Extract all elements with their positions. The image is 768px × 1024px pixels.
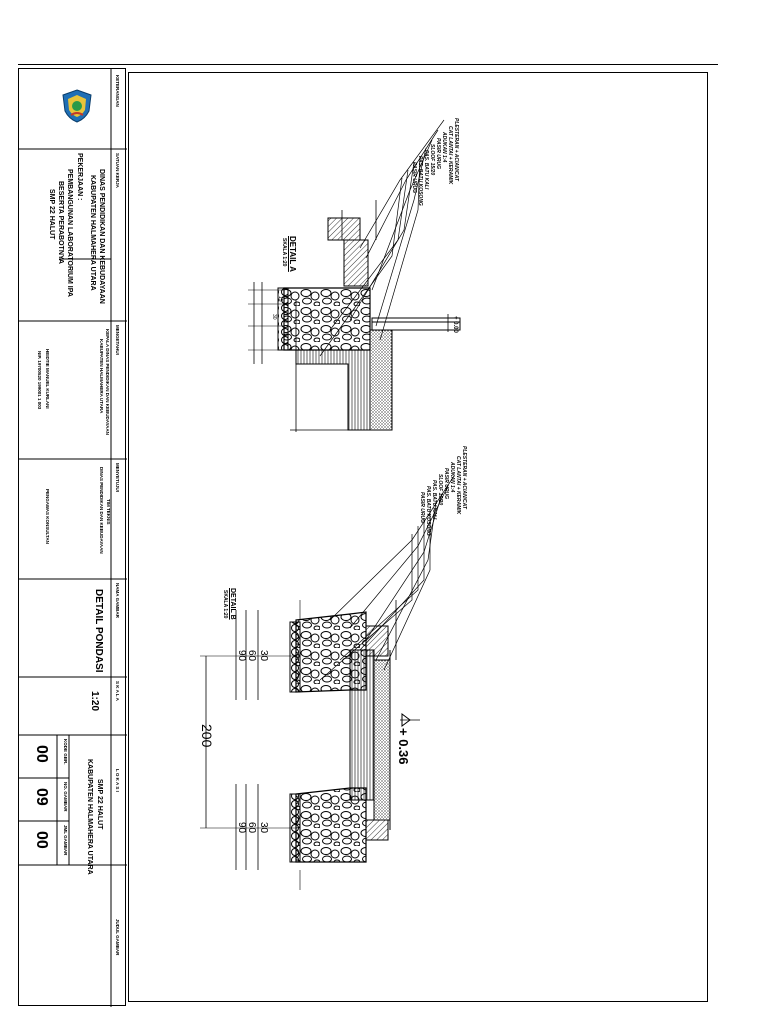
callout-b-2: ADUKAN 1:4 xyxy=(449,462,455,493)
dim-60-right: 60 xyxy=(246,822,257,834)
dim-90-left: 90 xyxy=(236,650,247,662)
regency-logo-icon xyxy=(61,89,93,123)
callout-a-1: CAT LANTAI + KERAMIK xyxy=(447,126,453,185)
detail-b-footing-2 xyxy=(295,787,367,863)
callout-a-6: PAS. BATU KOSONG xyxy=(417,156,423,206)
callout-b-3: PASIR URUG xyxy=(443,468,449,500)
title-block-grid xyxy=(19,69,127,1007)
dim-30-left: 30 xyxy=(258,650,269,662)
detail-b-footing-1 xyxy=(295,611,367,693)
detail-a-sand-fill xyxy=(295,349,371,431)
callout-a-0: PLESTERAN + ACIAN/CAT xyxy=(453,118,459,181)
dim-a-15: 15 xyxy=(277,296,283,302)
detail-a-floor xyxy=(371,317,461,331)
callout-b-5: PAS. BATU KALI xyxy=(431,480,437,520)
callout-b-0: PLESTERAN + ACIAN/CAT xyxy=(461,446,467,509)
sheet-top-line xyxy=(18,64,718,65)
detail-b-level: + 0.36 xyxy=(396,728,411,765)
callout-b-4: SLOOF 15/20 xyxy=(437,474,443,506)
detail-b-scale: SKALA 1:20 xyxy=(222,590,228,619)
detail-a-title: DETAIL A xyxy=(288,236,297,272)
detail-a-gravel xyxy=(369,329,393,431)
callout-a-5: PAS. BATU KALI xyxy=(423,150,429,190)
detail-a-wall xyxy=(327,217,361,241)
dim-90-right: 90 xyxy=(236,822,247,834)
callout-a-4: SLOOF 15/20 xyxy=(429,144,435,176)
title-block: KETERANGAN SATUAN KERJA DINAS PENDIDIKAN… xyxy=(18,68,127,1007)
callout-a-2: ADUKAN 1:4 xyxy=(441,132,447,163)
detail-b-level-triangle-icon xyxy=(401,713,411,727)
dim-a-30: 30 xyxy=(271,314,277,320)
detail-a-scale: SKALA 1:20 xyxy=(281,238,287,267)
dim-30-right: 30 xyxy=(258,822,269,834)
drawing-frame xyxy=(128,72,708,1002)
callout-b-6: PAS. BATU KOSONG xyxy=(425,486,431,536)
detail-b-title: DETAIL B xyxy=(229,588,236,620)
detail-a-sloof xyxy=(343,239,369,287)
detail-b-section xyxy=(200,475,455,890)
callout-a-3: PASIR URUG xyxy=(435,138,441,170)
callout-a-7: PASIR URUG xyxy=(411,162,417,194)
detail-b-pad-1 xyxy=(289,621,301,693)
detail-a-stone-masonry xyxy=(283,287,371,351)
callout-b-7: PASIR URUG xyxy=(419,492,425,524)
dim-60-left: 60 xyxy=(246,650,257,662)
detail-a-level: + 0.00 xyxy=(452,316,458,333)
detail-a-section xyxy=(248,119,461,432)
callout-b-1: CAT LANTAI + KERAMIK xyxy=(455,456,461,515)
dim-200: 200 xyxy=(199,724,215,748)
detail-b-gravel xyxy=(373,659,391,821)
